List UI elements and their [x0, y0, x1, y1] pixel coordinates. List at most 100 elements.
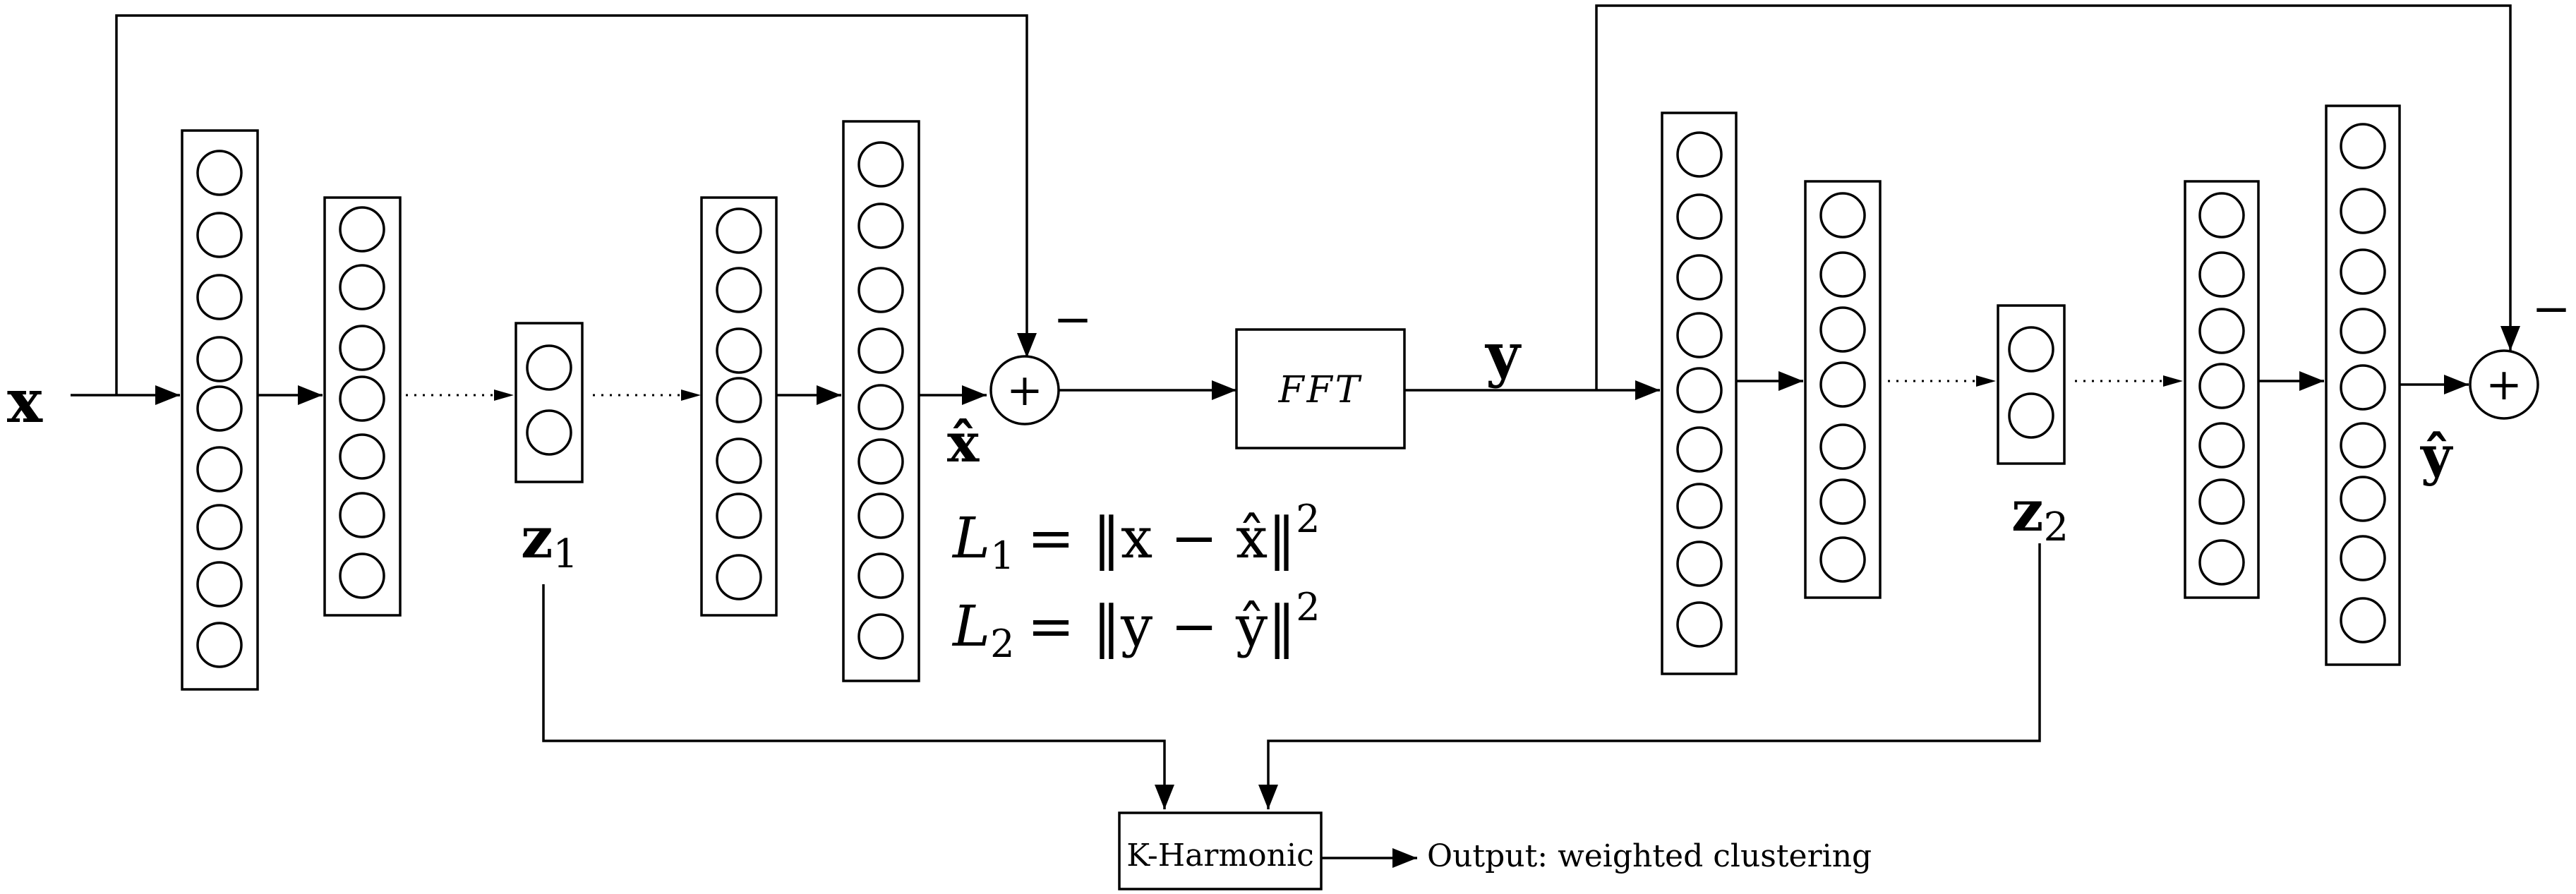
neuron [196, 446, 243, 493]
skip-connection-x [115, 14, 1037, 395]
l2-base: L [951, 593, 990, 659]
neuron [716, 327, 762, 374]
output-label: Output: weighted clustering [1427, 838, 1872, 874]
neuron [1676, 601, 1723, 648]
loss-l1-equation: L1 = ‖x − x̂‖2 [951, 497, 1320, 578]
l1-subscript: 1 [990, 533, 1014, 578]
neuron [339, 325, 385, 371]
dotted-arrowhead-1 [494, 389, 514, 401]
neuron [1676, 193, 1723, 240]
fft-label: FFT [1278, 369, 1363, 411]
z2-subscript: 2 [2043, 505, 2069, 550]
dotted-arrowhead-4 [2163, 375, 2183, 387]
sum-node-1 [989, 355, 1060, 425]
neuron [2198, 478, 2245, 525]
neuron [196, 504, 243, 550]
sum-node-1-plus: + [1006, 364, 1043, 416]
neuron [339, 264, 385, 310]
sum-node-2 [2469, 349, 2539, 420]
neuron [196, 212, 243, 258]
neuron [2340, 248, 2386, 295]
neuron [196, 385, 243, 432]
neuron [716, 207, 762, 254]
skip-connection-y [1595, 4, 2520, 390]
neuron [1676, 426, 1723, 473]
neuron [2340, 364, 2386, 411]
neuron [716, 267, 762, 313]
z1-subscript: 1 [553, 531, 578, 577]
l1-base: L [951, 505, 990, 571]
neuron [1819, 536, 1866, 583]
neuron [2340, 422, 2386, 469]
neuron [1819, 306, 1866, 353]
l2-rhs: = ‖y − ŷ‖ [1027, 593, 1296, 659]
neuron [1676, 483, 1723, 529]
z1-base: z [521, 505, 553, 571]
neuron [2340, 188, 2386, 234]
fft-box [1235, 328, 1406, 449]
neuron [2198, 192, 2245, 238]
y-label: y [1484, 320, 1522, 389]
neuron [2198, 539, 2245, 586]
neuron [1676, 540, 1723, 587]
neuron [1676, 131, 1723, 178]
neuron [196, 336, 243, 382]
neuron [196, 622, 243, 668]
reconstructed-x-label: x̂ [947, 411, 980, 474]
neuron [2340, 535, 2386, 581]
neuron [2008, 326, 2054, 373]
neuron [339, 552, 385, 599]
loss-l2-equation: L2= ‖y − ŷ‖2 [951, 585, 1320, 666]
layer-10-neurons [2340, 123, 2386, 644]
neuron [2198, 363, 2245, 409]
k-harmonic-label: K-Harmonic [1126, 838, 1313, 874]
neuron [2198, 422, 2245, 469]
neuron [857, 384, 904, 430]
neuron [1676, 367, 1723, 413]
neuron [1819, 478, 1866, 525]
layer-9-neurons [2198, 192, 2245, 586]
z1-label: z1 [521, 505, 578, 577]
neuron [857, 613, 904, 660]
neuron [2198, 251, 2245, 298]
neuron [2340, 123, 2386, 169]
neuron [526, 344, 572, 391]
neuron [716, 493, 762, 539]
minus-sign-2: − [2532, 282, 2570, 336]
l1-exponent: 2 [1296, 497, 1320, 541]
neuron [1819, 192, 1866, 238]
z2-neurons [2008, 326, 2054, 439]
neuron [339, 375, 385, 422]
neuron [196, 274, 243, 320]
neuron [857, 552, 904, 599]
neuron [526, 409, 572, 456]
neuron [857, 267, 904, 313]
neuron [2008, 392, 2054, 439]
neuron [1819, 361, 1866, 408]
layer-1-neurons [196, 150, 243, 668]
l2-exponent: 2 [1296, 585, 1320, 629]
neuron [716, 554, 762, 600]
arrow-z2-to-k-harmonic [1258, 543, 2041, 809]
neuron [716, 377, 762, 423]
neuron [857, 493, 904, 539]
arrow-z1-to-k-harmonic [542, 584, 1174, 809]
neuron [196, 150, 243, 196]
neuron [339, 492, 385, 538]
layer-4-neurons [716, 207, 762, 600]
neuron [1819, 251, 1866, 298]
l1-rhs: = ‖x − x̂‖ [1027, 505, 1296, 571]
neuron [2340, 597, 2386, 644]
input-x-label: x [7, 366, 43, 436]
layer-5-neurons [857, 141, 904, 660]
layer-6-neurons [1676, 131, 1723, 648]
neuron [857, 327, 904, 374]
sum-node-2-plus: + [2486, 358, 2522, 410]
neuron [196, 561, 243, 608]
z2-label: z2 [2011, 478, 2069, 550]
l2-subscript: 2 [990, 622, 1014, 666]
neuron [339, 433, 385, 480]
neuron [857, 438, 904, 485]
reconstructed-y-label: ŷ [2420, 424, 2453, 487]
